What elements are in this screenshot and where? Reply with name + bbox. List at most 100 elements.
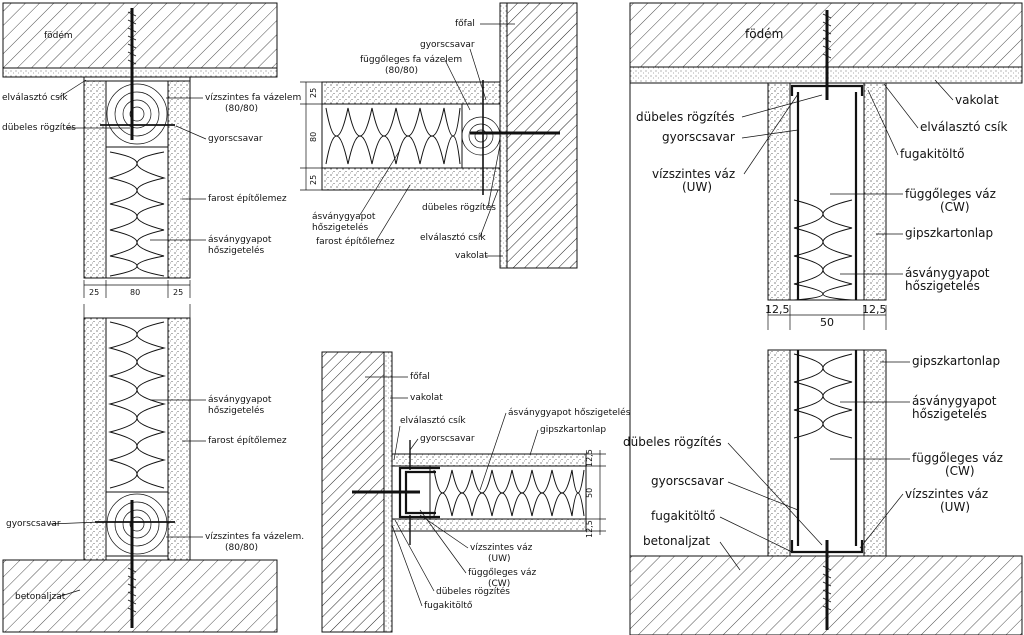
dim-c-top: 25 [309,88,318,98]
fiberboard-right [167,317,191,561]
label-asvanygyapot-c: ásványgyapot [312,212,376,222]
dim-d-bot: 12,5 [585,520,594,538]
gypsum-right [863,349,887,557]
label-fodem: födém [44,30,73,41]
insulation-box [105,317,169,493]
label-farost-b: farost építőlemez [208,435,287,446]
label-cw-e: (CW) [940,200,970,214]
detail-b-floor-connection-wood: ásványgyapot hőszigetelés farost építőle… [2,317,304,633]
fiberboard-top [321,81,501,105]
label-uw-d: (UW) [488,554,511,564]
dim-e-mid: 50 [820,316,834,329]
label-dubeles-c: dübeles rögzítés [422,202,496,213]
label-gyorscsavar: gyorscsavar [208,134,263,144]
label-elvalaszto-d: elválasztó csík [400,415,466,426]
label-fugakitolto-e: fugakitöltő [900,147,965,161]
plaster [499,2,508,269]
label-cw-d: (CW) [488,579,510,589]
detail-e-ceiling-connection-drywall: 12,5 50 12,5 födém vakolat dübeles rögzí… [629,2,1023,635]
cw-profile [796,92,858,300]
fiberboard-right [167,80,191,279]
gypsum-bottom [391,518,587,532]
wood-beam [461,103,501,169]
dim-e-left: 12,5 [765,303,790,316]
insulation-zigzag [108,151,138,277]
dim-a-mid: 80 [130,288,140,297]
label-vizszintes-fa-size: (80/80) [225,104,258,114]
label-fuggoleges-vaz-d: függőleges váz [468,568,536,578]
label-gipszkartonlap-f: gipszkartonlap [912,354,1000,368]
dim-e-right: 12,5 [862,303,887,316]
label-gyorscsavar-b: gyorscsavar [6,519,61,529]
main-wall-hatch [506,2,578,269]
detail-a-ceiling-connection-wood: 25 80 25 födém elválasztó csík dübeles r… [2,2,301,318]
label-asvanygyapot-f: ásványgyapot [912,394,997,408]
label-dubeles-e: dübeles rögzítés [636,110,735,124]
label-fuggoleges-vaz-e: függőleges váz [905,187,996,201]
label-vizszintes-fa-vazelem: vízszintes fa vázelem [205,93,301,103]
label-vizszintes-vaz-d: vízszintes váz [470,543,533,553]
label-elvalaszto-csik: elválasztó csík [2,92,68,103]
label-vakolat-e: vakolat [955,93,999,107]
floor-slab-hatch [2,559,278,633]
label-dubeles-f: dübeles rögzítés [623,435,722,449]
label-dubeles-rogzites: dübeles rögzítés [2,122,76,133]
wood-grain [106,83,168,145]
dim-a-left: 25 [89,288,99,297]
label-asvanygyapot-b: ásványgyapot [208,395,272,405]
fiberboard-left [83,80,107,279]
fiberboard-left [83,317,107,561]
label-fodem-e: födém [745,27,783,41]
detail-c-wall-connection-wood: 25 80 25 főfal gyorscsavar függőleges fa… [300,2,578,269]
label-hoszigeteles-f: hőszigetelés [912,407,987,421]
label-gyorscsavar-f: gyorscsavar [651,474,724,488]
dim-d-mid: 50 [585,488,594,498]
label-fofal-d: főfal [410,372,430,382]
label-dubeles-d: dübeles rögzítés [436,586,510,597]
label-elvalaszto-c: elválasztó csík [420,232,486,243]
label-asvanygyapot-e: ásványgyapot [905,266,990,280]
slab-hatch [2,2,278,69]
label-asvanygyapot: ásványgyapot [208,235,272,245]
cw-profile [796,350,858,546]
fiberboard-bottom [321,167,501,191]
label-gyorscsavar-d: gyorscsavar [420,434,475,444]
label-fugakitolto-f: fugakitöltő [651,509,716,523]
gypsum-right [863,82,887,301]
label-fugakitolto-d: fugakitöltő [424,601,473,611]
label-gyorscsavar-e: gyorscsavar [662,130,735,144]
label-vizszintes-fa-b: vízszintes fa vázelem. [205,532,304,542]
dim-a-right: 25 [173,288,183,297]
label-hoszigeteles-e: hőszigetelés [905,279,980,293]
gypsum-left [767,349,791,557]
slab-screed [2,67,278,78]
label-elvalaszto-e: elválasztó csík [920,120,1007,134]
label-farost-c: farost építőlemez [316,236,395,247]
label-hoszigeteles-b: hőszigetelés [208,405,264,416]
label-vizszintes-vaz-e: vízszintes váz [652,167,735,181]
label-uw-e: (UW) [682,180,712,194]
label-vizszintes-vaz-f: vízszintes váz [905,487,988,501]
insulation-box [321,103,463,169]
label-vakolat-c: vakolat [455,251,488,261]
dim-c-bot: 25 [309,175,318,185]
label-gipszkartonlap-e: gipszkartonlap [905,226,993,240]
detail-f-floor-connection-drywall: gipszkartonlap ásványgyapot hőszigetelés… [623,349,1023,635]
stud-cavity [789,349,865,557]
label-cw-f: (CW) [945,464,975,478]
dim-d-top: 12,5 [585,449,594,467]
insulation-box [105,146,169,279]
label-fuggoleges-vaz-f: függőleges váz [912,451,1003,465]
gypsum-left [767,82,791,301]
label-farost: farost építőlemez [208,193,287,204]
label-fuggoleges-fa-size-c: (80/80) [385,66,418,76]
label-vakolat-d: vakolat [410,393,443,403]
label-fofal-c: főfal [455,19,475,29]
label-vizszintes-fa-size-b: (80/80) [225,543,258,553]
separator-strip [83,76,191,82]
label-betonaljzat-f: betonaljzat [643,534,710,548]
stud-cavity [789,82,865,301]
label-fuggoleges-fa-c: függőleges fa vázelem [360,55,462,65]
detail-d-wall-connection-drywall: 12,5 50 12,5 főfal vakolat elválasztó cs… [321,351,631,633]
